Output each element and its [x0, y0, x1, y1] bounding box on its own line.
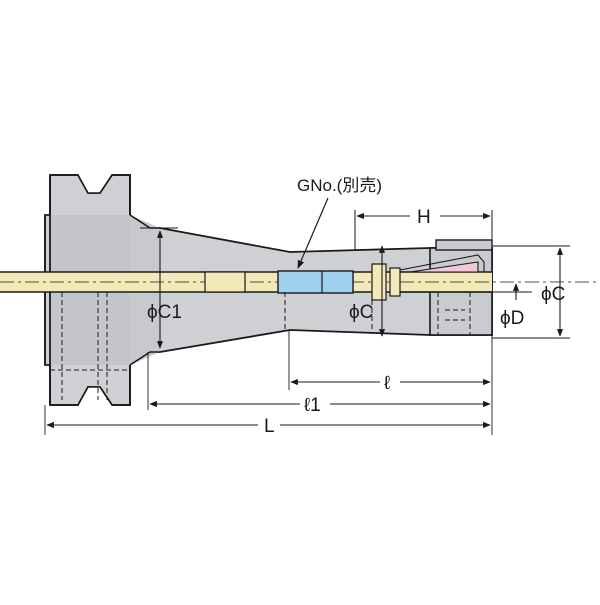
- dim-H-label: H: [417, 207, 431, 228]
- dim-H: H: [354, 207, 493, 250]
- dim-L-label: L: [264, 416, 275, 437]
- dim-l-label: ℓ: [384, 373, 390, 394]
- dim-l1-label: ℓ1: [304, 395, 321, 416]
- bore-line: [354, 247, 431, 251]
- dim-phiC-inner-label: ϕC: [349, 302, 373, 323]
- dim-l: ℓ: [288, 330, 491, 394]
- callout-gno-label: GNo.(別売): [297, 176, 382, 195]
- dim-phiC1-label: ϕC1: [147, 302, 182, 323]
- inner-parts: [204, 254, 492, 301]
- dim-l1: ℓ1: [147, 352, 491, 416]
- groove-bottom: [77, 386, 113, 406]
- gauge-part-blue: [277, 270, 354, 294]
- stop-ring: [371, 263, 387, 301]
- dim-phiD-label: ϕD: [500, 308, 524, 329]
- dim-phiD: ϕD: [492, 283, 532, 329]
- nut-top-ring: [435, 239, 493, 251]
- collet-taper: [409, 261, 479, 273]
- dim-phiC-outer-label: ϕC: [541, 284, 565, 305]
- dim-phiC-inner: ϕC: [349, 245, 386, 337]
- dim-phiC-outer: ϕC: [492, 245, 570, 339]
- dim-L: L: [44, 335, 493, 437]
- bore-step-left: [204, 271, 246, 293]
- dim-phiC1: ϕC1: [140, 227, 182, 349]
- callout-gno: GNo.(別売): [297, 176, 382, 269]
- groove-top: [77, 174, 113, 194]
- stop-ring-2: [389, 267, 401, 297]
- collet-taper-top: [399, 254, 485, 272]
- hidden-lines: [50, 292, 471, 400]
